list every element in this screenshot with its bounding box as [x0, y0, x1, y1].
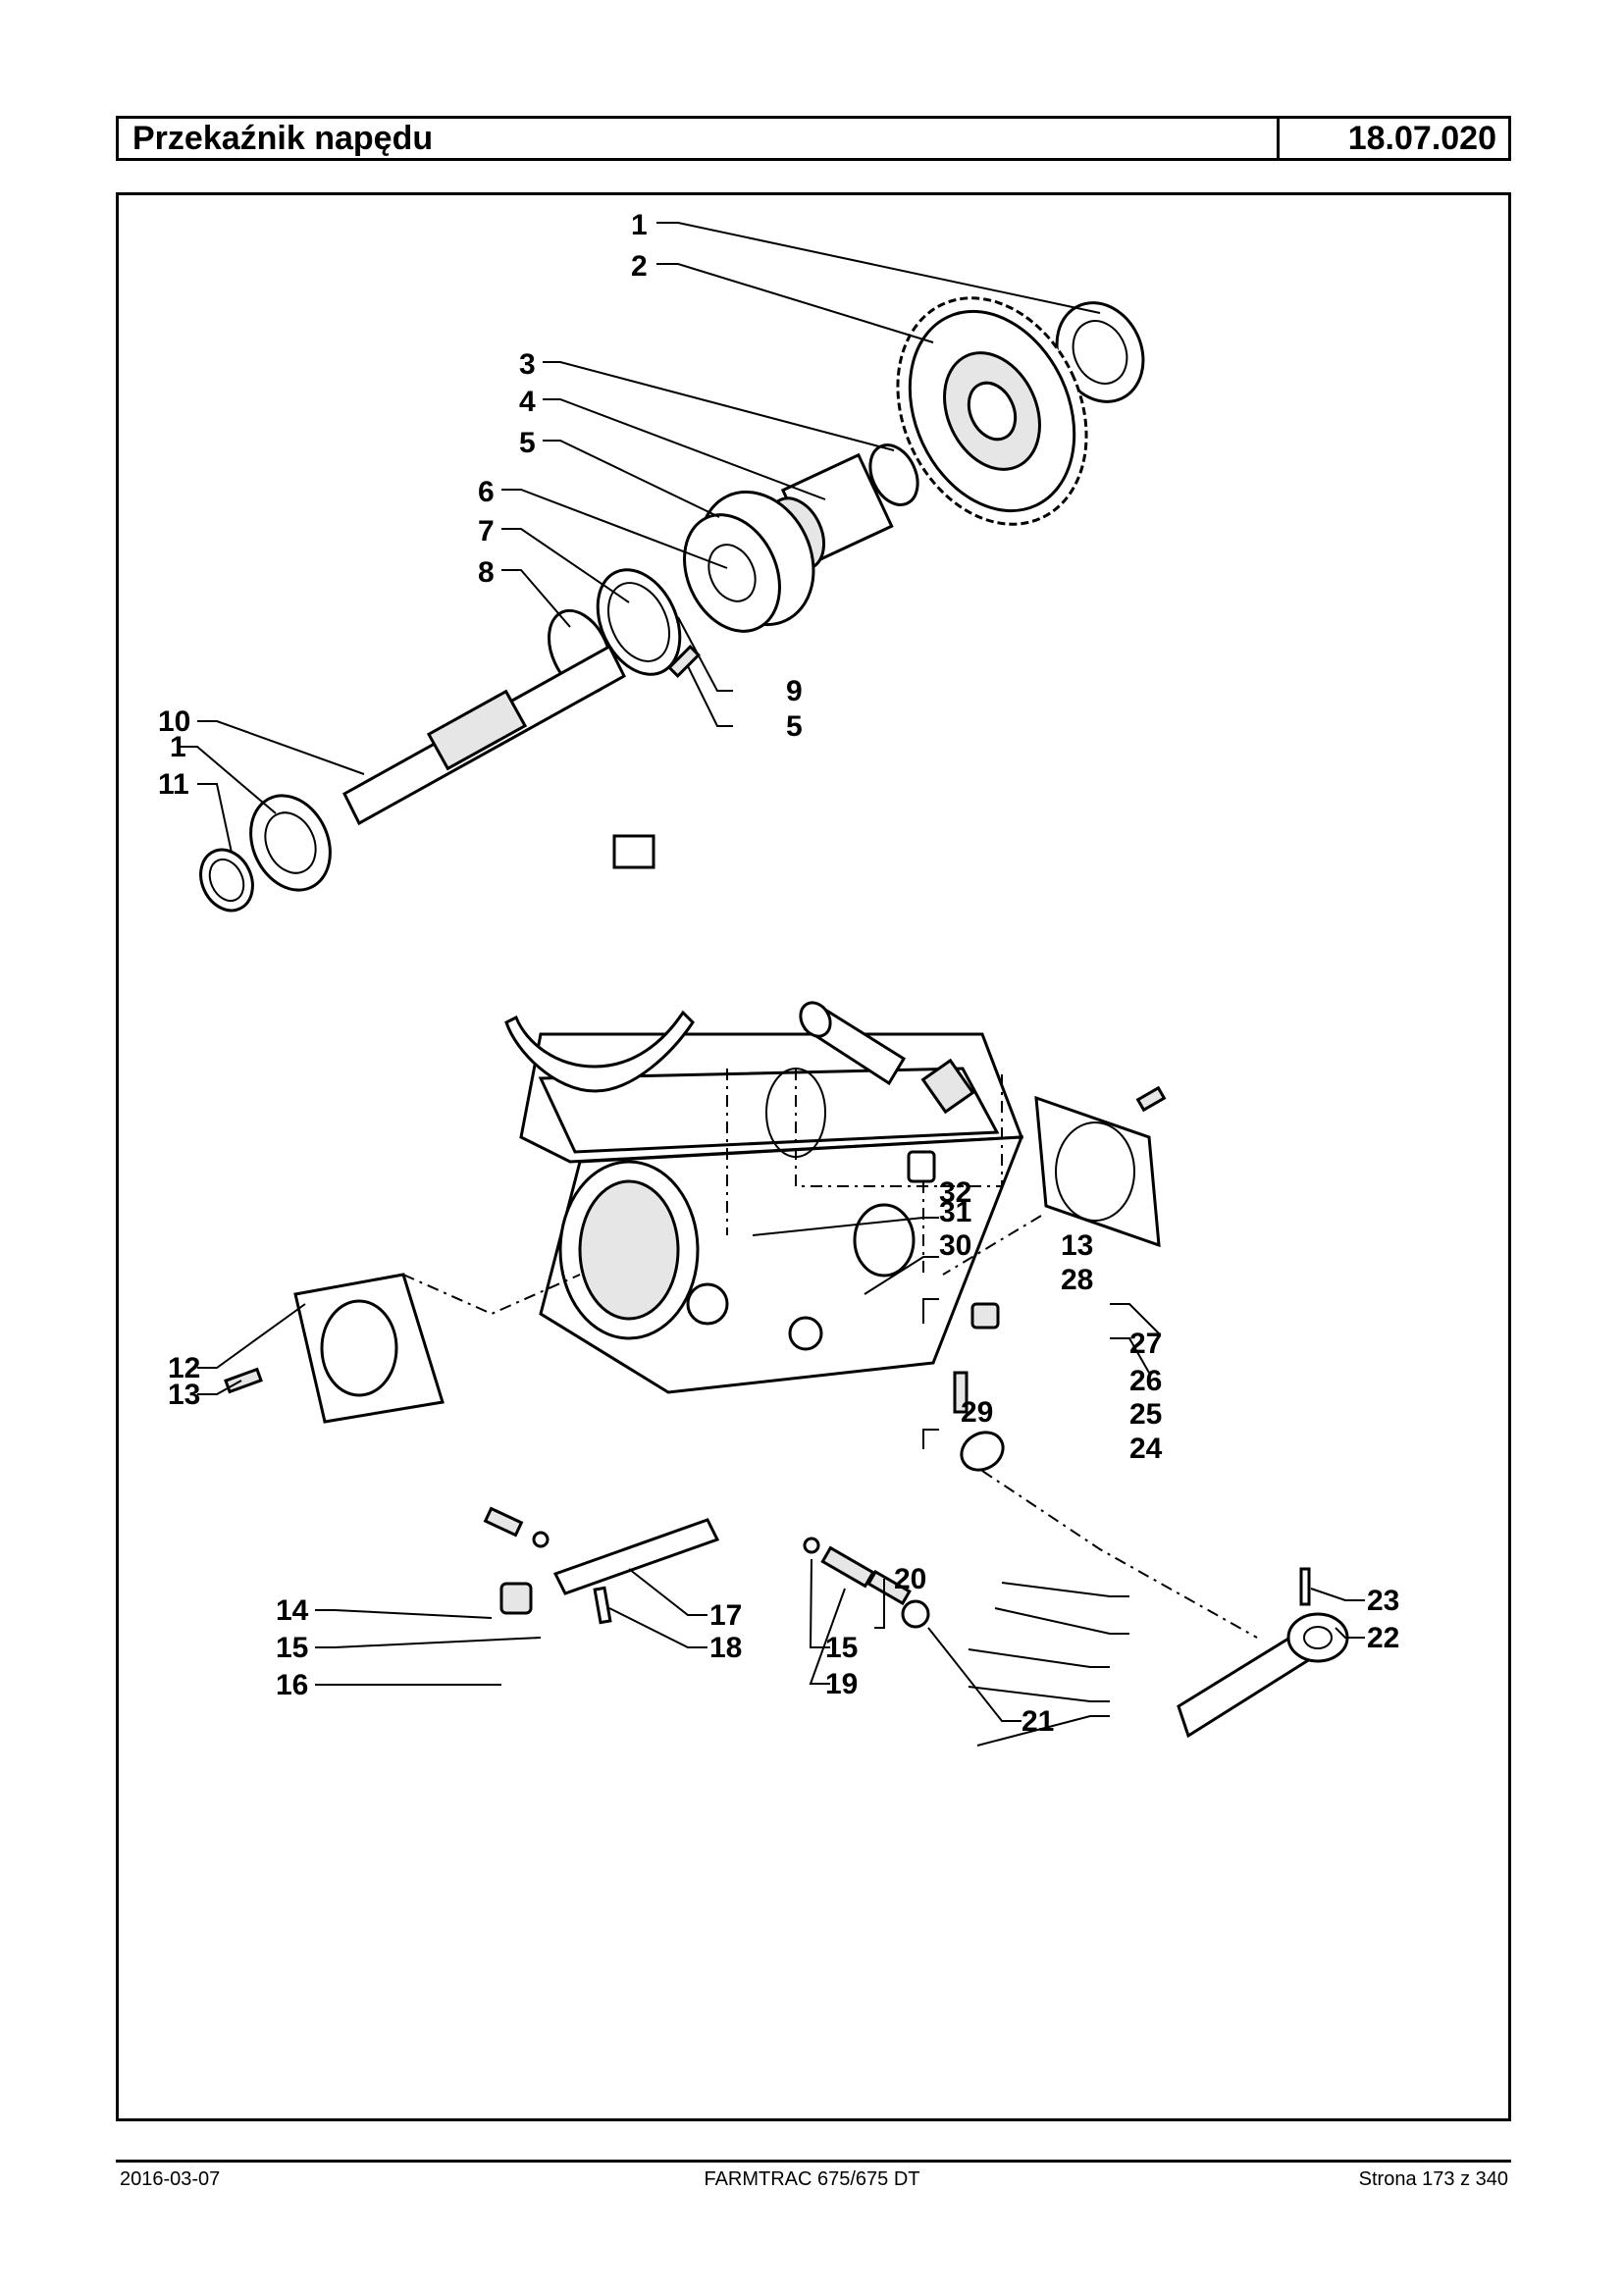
label-23: 23 [1367, 1585, 1399, 1617]
label-16: 16 [276, 1669, 308, 1701]
label-13-top: 13 [1061, 1229, 1093, 1262]
plug-29 [907, 1150, 936, 1183]
cover-plate [1034, 1095, 1161, 1248]
label-10: 10 [158, 705, 190, 738]
label-1-left: 1 [170, 731, 186, 763]
footer-page: Strona 173 z 340 [1358, 2168, 1508, 2190]
label-29: 29 [961, 1396, 993, 1429]
label-5-bottom: 5 [786, 710, 803, 743]
ball-15-lower [803, 1537, 820, 1554]
spring-19 [820, 1545, 875, 1589]
leader-lines-upper [178, 222, 1101, 854]
label-22: 22 [1367, 1622, 1399, 1654]
label-27: 27 [1129, 1328, 1162, 1360]
nut-21 [901, 1599, 930, 1629]
label-14: 14 [276, 1594, 309, 1627]
label-30: 30 [939, 1229, 971, 1262]
lever [1177, 1612, 1349, 1739]
section-code: 18.07.020 [1277, 119, 1508, 158]
label-5-top: 5 [519, 427, 536, 459]
footer-date: 2016-03-07 [120, 2168, 221, 2190]
bolt-25 [953, 1371, 969, 1414]
bolt-13-top [1135, 1085, 1167, 1113]
label-13-left: 13 [168, 1379, 200, 1411]
label-2: 2 [631, 250, 648, 283]
assembly-lines [402, 1069, 1258, 1639]
spring-14 [483, 1506, 524, 1538]
bearing-left [249, 794, 332, 892]
label-20: 20 [894, 1563, 926, 1595]
exploded-parts-diagram: 1 2 3 4 5 6 7 8 9 5 10 1 11 32 31 30 13 … [158, 209, 1399, 1747]
label-12: 12 [168, 1352, 200, 1384]
label-28: 28 [1061, 1264, 1093, 1296]
callout-labels: 1 2 3 4 5 6 7 8 9 5 10 1 11 32 31 30 13 … [158, 209, 1399, 1738]
label-4: 4 [519, 386, 536, 418]
page-title: Przekaźnik napędu [132, 120, 434, 157]
label-32: 32 [939, 1176, 971, 1209]
exploded-view-frame: 1 2 3 4 5 6 7 8 9 5 10 1 11 32 31 30 13 … [116, 192, 1511, 2121]
pin-18 [593, 1586, 612, 1625]
label-18: 18 [709, 1632, 742, 1664]
seal-24 [960, 1431, 1005, 1472]
selector-shaft [552, 1518, 720, 1595]
plug-26 [970, 1302, 1000, 1330]
ball-15 [532, 1531, 550, 1548]
sleeve [683, 490, 815, 633]
footer-model: FARMTRAC 675/675 DT [704, 2168, 920, 2190]
shaft [342, 644, 626, 826]
label-9: 9 [786, 675, 803, 707]
label-24: 24 [1129, 1433, 1163, 1465]
shift-fork [504, 834, 695, 1093]
label-11: 11 [158, 768, 189, 801]
label-31: 31 [939, 1196, 971, 1228]
label-15-left: 15 [276, 1632, 308, 1664]
bolt-20 [866, 1569, 912, 1606]
label-19: 19 [825, 1668, 858, 1700]
pin-23 [1299, 1567, 1311, 1606]
label-25: 25 [1129, 1398, 1162, 1431]
gear [896, 296, 1088, 526]
label-3: 3 [519, 348, 536, 381]
side-cover [293, 1273, 445, 1424]
bolt-13-left [224, 1367, 263, 1394]
label-8: 8 [478, 556, 495, 589]
leader-lines-lower [197, 1217, 1365, 1747]
footer-divider [116, 2160, 1511, 2163]
label-7: 7 [478, 515, 495, 548]
label-17: 17 [709, 1599, 742, 1632]
spring-30 [920, 1058, 975, 1115]
label-21: 21 [1022, 1705, 1054, 1738]
ring-11 [199, 848, 254, 913]
label-1-top: 1 [631, 209, 648, 241]
label-6: 6 [478, 476, 495, 508]
shift-pin [799, 1001, 907, 1086]
spring-5-bottom [667, 645, 701, 678]
label-15-right: 15 [825, 1632, 858, 1664]
page-header: Przekaźnik napędu 18.07.020 [116, 116, 1511, 161]
label-26: 26 [1129, 1365, 1162, 1397]
plug-16 [499, 1582, 533, 1615]
